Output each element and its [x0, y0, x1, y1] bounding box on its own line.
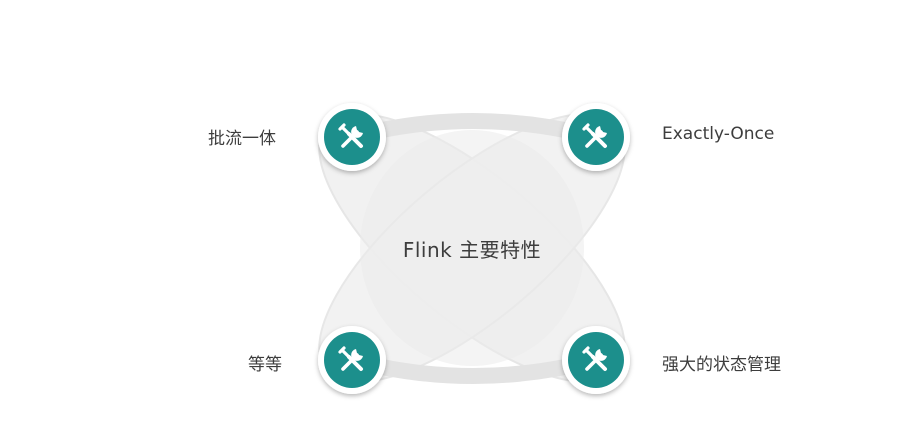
center-lens: [360, 130, 584, 366]
feature-label-state-management: 强大的状态管理: [662, 355, 781, 375]
center-title: Flink 主要特性: [402, 238, 542, 262]
feature-label-exactly-once: Exactly-Once: [662, 124, 775, 144]
feature-label-etc: 等等: [248, 355, 282, 375]
feature-label-batch-stream: 批流一体: [208, 129, 276, 149]
